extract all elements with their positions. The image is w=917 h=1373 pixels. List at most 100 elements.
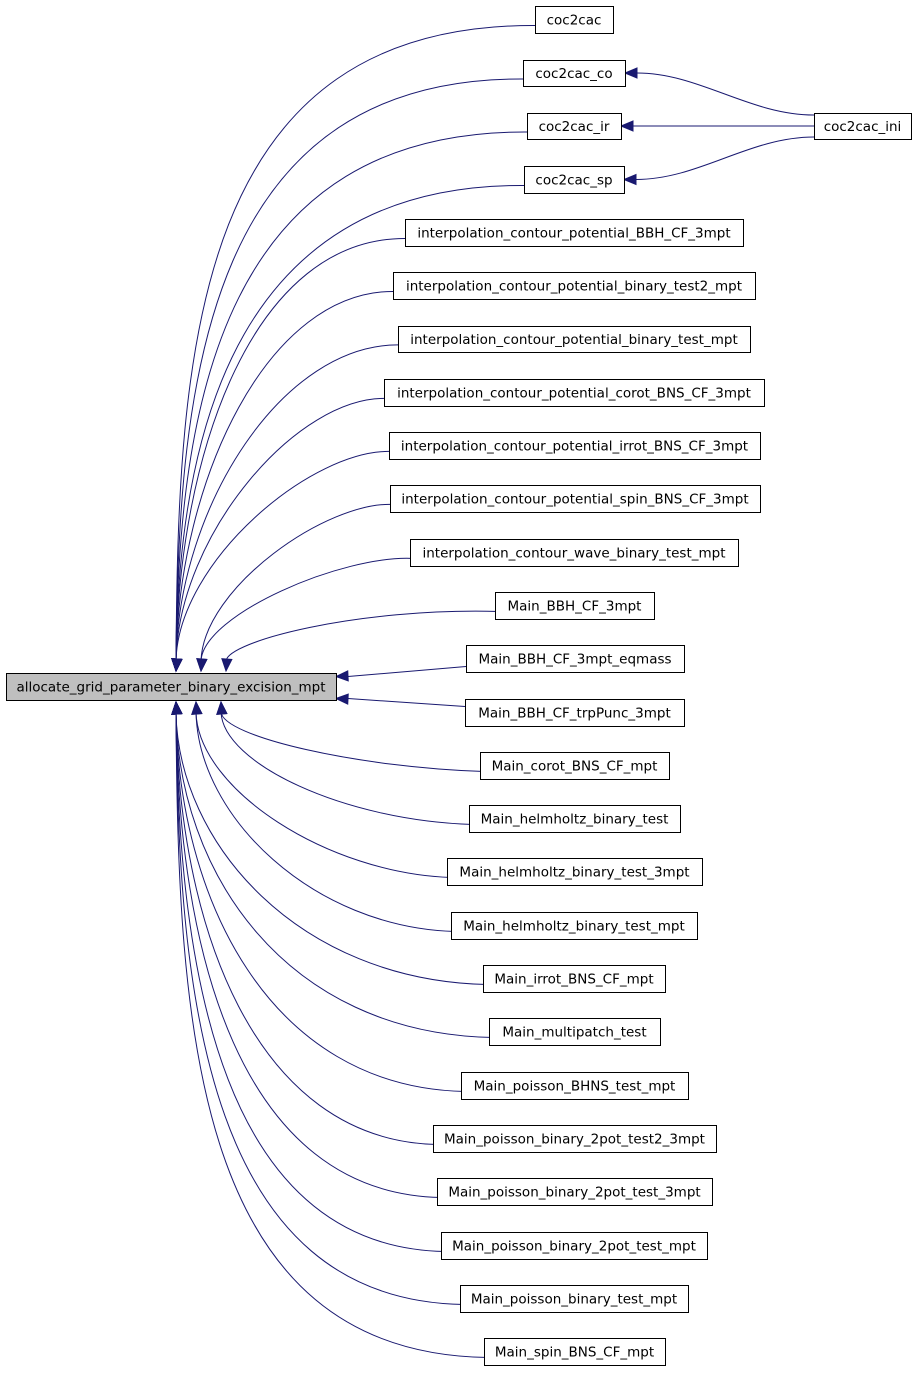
caller-node-interp_spin_BNS_CF_3mpt-box xyxy=(390,485,761,513)
caller-node-interp_irrot_BNS_CF_3mpt-label: interpolation_contour_potential_irrot_BN… xyxy=(401,439,748,455)
caller-node-interp_BBH_CF_3mpt-box xyxy=(405,219,744,247)
caller-node-Main_corot_BNS_CF_mpt-box xyxy=(480,752,670,780)
edge-interp_wave_binary_test_mpt xyxy=(200,557,415,662)
caller-node-Main_helmholtz_binary_test_3mpt-box xyxy=(447,858,703,886)
caller-node-interp_wave_binary_test_mpt-label: interpolation_contour_wave_binary_test_m… xyxy=(422,546,725,562)
caller-node-Main_multipatch_test-label: Main_multipatch_test xyxy=(502,1025,646,1041)
caller-node-coc2cac-box xyxy=(535,6,614,34)
caller-node-Main_poisson_binary_2pot_test_mpt-box xyxy=(441,1232,708,1260)
caller-node-interp_corot_BNS_CF_3mpt[interactable]: interpolation_contour_potential_corot_BN… xyxy=(384,379,765,407)
edge-Main_poisson_BHNS_test_mpt xyxy=(175,711,466,1092)
edge-Main_helmholtz_binary_test_3mpt xyxy=(195,711,452,878)
edge-Main_poisson_binary_2pot_test_3mpt xyxy=(175,711,442,1198)
caller-node-Main_poisson_binary_2pot_test_3mpt[interactable]: Main_poisson_binary_2pot_test_3mpt xyxy=(437,1178,713,1206)
caller-node-interp_wave_binary_test_mpt-box xyxy=(410,539,739,567)
root-node-box xyxy=(6,673,337,701)
caller-node-Main_poisson_binary_2pot_test2_3mpt[interactable]: Main_poisson_binary_2pot_test2_3mpt xyxy=(433,1125,717,1153)
edge-Main_poisson_binary_test_mpt xyxy=(175,711,465,1305)
edge-Main_BBH_CF_3mpt xyxy=(225,610,500,662)
caller-node-Main_irrot_BNS_CF_mpt-label: Main_irrot_BNS_CF_mpt xyxy=(494,972,653,988)
caller-node-coc2cac_ini-label: coc2cac_ini xyxy=(824,119,902,135)
caller-node-Main_spin_BNS_CF_mpt[interactable]: Main_spin_BNS_CF_mpt xyxy=(484,1338,666,1366)
caller-node-coc2cac-label: coc2cac xyxy=(547,13,602,29)
caller-node-Main_helmholtz_binary_test_mpt-box xyxy=(451,912,698,940)
caller-node-coc2cac_co-box xyxy=(523,60,626,87)
caller-node-Main_helmholtz_binary_test_3mpt-label: Main_helmholtz_binary_test_3mpt xyxy=(459,865,689,881)
edge-Main_multipatch_test xyxy=(175,711,494,1038)
edge-interp_binary_test_mpt xyxy=(175,344,403,662)
caller-node-Main_poisson_binary_2pot_test_3mpt-label: Main_poisson_binary_2pot_test_3mpt xyxy=(448,1185,700,1201)
edge-coc2cac_co xyxy=(175,78,528,662)
caller-node-Main_BBH_CF_3mpt-label: Main_BBH_CF_3mpt xyxy=(508,599,642,615)
caller-node-coc2cac_co-label: coc2cac_co xyxy=(535,66,612,82)
caller-node-coc2cac_ini[interactable]: coc2cac_ini xyxy=(814,113,912,140)
edge-arrow xyxy=(171,700,183,715)
caller-node-Main_BBH_CF_3mpt-box xyxy=(495,592,655,620)
caller-node-Main_poisson_BHNS_test_mpt[interactable]: Main_poisson_BHNS_test_mpt xyxy=(461,1072,689,1100)
caller-node-Main_helmholtz_binary_test_mpt-label: Main_helmholtz_binary_test_mpt xyxy=(463,919,685,935)
edge-coc2cac xyxy=(175,24,540,662)
caller-node-Main_poisson_binary_test_mpt-box xyxy=(460,1285,689,1313)
edge-coc2cac_sp xyxy=(175,184,529,662)
caller-node-Main_spin_BNS_CF_mpt-label: Main_spin_BNS_CF_mpt xyxy=(495,1345,654,1361)
caller-node-Main_poisson_binary_2pot_test2_3mpt-label: Main_poisson_binary_2pot_test2_3mpt xyxy=(444,1132,705,1148)
caller-node-Main_multipatch_test[interactable]: Main_multipatch_test xyxy=(489,1018,661,1046)
caller-node-Main_poisson_BHNS_test_mpt-label: Main_poisson_BHNS_test_mpt xyxy=(474,1079,676,1095)
caller-node-coc2cac_sp-box xyxy=(524,166,625,194)
edge-arrow xyxy=(216,700,228,715)
caller-node-Main_poisson_binary_2pot_test_mpt[interactable]: Main_poisson_binary_2pot_test_mpt xyxy=(441,1232,708,1260)
edge-arrow xyxy=(622,173,637,186)
caller-node-Main_helmholtz_binary_test-box xyxy=(469,805,681,833)
caller-node-interp_wave_binary_test_mpt[interactable]: interpolation_contour_wave_binary_test_m… xyxy=(410,539,739,567)
caller-node-interp_BBH_CF_3mpt[interactable]: interpolation_contour_potential_BBH_CF_3… xyxy=(405,219,744,247)
caller-node-Main_helmholtz_binary_test-label: Main_helmholtz_binary_test xyxy=(481,812,669,828)
caller-node-Main_spin_BNS_CF_mpt-box xyxy=(484,1338,666,1366)
caller-node-Main_corot_BNS_CF_mpt[interactable]: Main_corot_BNS_CF_mpt xyxy=(480,752,670,780)
edge-Main_corot_BNS_CF_mpt xyxy=(220,711,485,772)
caller-node-coc2cac_ini-box xyxy=(814,113,912,140)
caller-node-interp_binary_test_mpt[interactable]: interpolation_contour_potential_binary_t… xyxy=(398,326,751,353)
edge-coc2cac_ini-coc2cac_co xyxy=(636,72,815,116)
caller-node-Main_helmholtz_binary_test[interactable]: Main_helmholtz_binary_test xyxy=(469,805,681,833)
caller-node-coc2cac[interactable]: coc2cac xyxy=(535,6,614,34)
caller-node-interp_binary_test_mpt-box xyxy=(398,326,751,353)
caller-node-Main_poisson_binary_test_mpt[interactable]: Main_poisson_binary_test_mpt xyxy=(460,1285,689,1313)
caller-node-coc2cac_ir-box xyxy=(527,113,622,140)
edge-arrow xyxy=(171,658,183,673)
caller-node-interp_binary_test_mpt-label: interpolation_contour_potential_binary_t… xyxy=(410,332,738,348)
caller-node-Main_BBH_CF_trpPunc_3mpt[interactable]: Main_BBH_CF_trpPunc_3mpt xyxy=(465,699,685,727)
caller-node-interp_binary_test2_mpt-label: interpolation_contour_potential_binary_t… xyxy=(406,279,742,295)
edge-Main_helmholtz_binary_test xyxy=(220,711,474,825)
root-node-label: allocate_grid_parameter_binary_excision_… xyxy=(16,680,325,696)
caller-node-coc2cac_ir[interactable]: coc2cac_ir xyxy=(527,113,622,140)
edge-arrow xyxy=(191,700,203,715)
caller-node-coc2cac_sp[interactable]: coc2cac_sp xyxy=(524,166,625,194)
edge-arrow xyxy=(334,693,349,705)
root-node[interactable]: allocate_grid_parameter_binary_excision_… xyxy=(6,673,337,701)
edge-arrow xyxy=(221,658,233,673)
caller-node-interp_irrot_BNS_CF_3mpt[interactable]: interpolation_contour_potential_irrot_BN… xyxy=(389,432,761,460)
edge-interp_corot_BNS_CF_3mpt xyxy=(175,397,389,662)
edge-arrow xyxy=(334,670,349,682)
caller-node-interp_corot_BNS_CF_3mpt-box xyxy=(384,379,765,407)
edge-Main_irrot_BNS_CF_mpt xyxy=(175,711,488,985)
edge-coc2cac_ir xyxy=(175,131,532,662)
caller-node-coc2cac_co[interactable]: coc2cac_co xyxy=(523,60,626,87)
caller-node-interp_spin_BNS_CF_3mpt[interactable]: interpolation_contour_potential_spin_BNS… xyxy=(390,485,761,513)
edge-Main_BBH_CF_trpPunc_3mpt xyxy=(347,698,466,707)
caller-node-Main_helmholtz_binary_test_3mpt[interactable]: Main_helmholtz_binary_test_3mpt xyxy=(447,858,703,886)
caller-node-Main_BBH_CF_3mpt[interactable]: Main_BBH_CF_3mpt xyxy=(495,592,655,620)
caller-node-Main_corot_BNS_CF_mpt-label: Main_corot_BNS_CF_mpt xyxy=(492,759,658,775)
caller-node-Main_BBH_CF_3mpt_eqmass[interactable]: Main_BBH_CF_3mpt_eqmass xyxy=(466,645,685,673)
caller-node-interp_BBH_CF_3mpt-label: interpolation_contour_potential_BBH_CF_3… xyxy=(417,226,730,242)
caller-node-Main_poisson_BHNS_test_mpt-box xyxy=(461,1072,689,1100)
caller-node-Main_helmholtz_binary_test_mpt[interactable]: Main_helmholtz_binary_test_mpt xyxy=(451,912,698,940)
edge-arrow xyxy=(619,120,634,132)
edge-interp_BBH_CF_3mpt xyxy=(175,237,410,662)
edge-arrow xyxy=(196,658,208,673)
caller-node-Main_irrot_BNS_CF_mpt[interactable]: Main_irrot_BNS_CF_mpt xyxy=(483,965,666,993)
caller-node-interp_spin_BNS_CF_3mpt-label: interpolation_contour_potential_spin_BNS… xyxy=(401,492,748,508)
caller-node-interp_binary_test2_mpt[interactable]: interpolation_contour_potential_binary_t… xyxy=(393,272,756,300)
edge-Main_BBH_CF_3mpt_eqmass xyxy=(347,666,467,677)
